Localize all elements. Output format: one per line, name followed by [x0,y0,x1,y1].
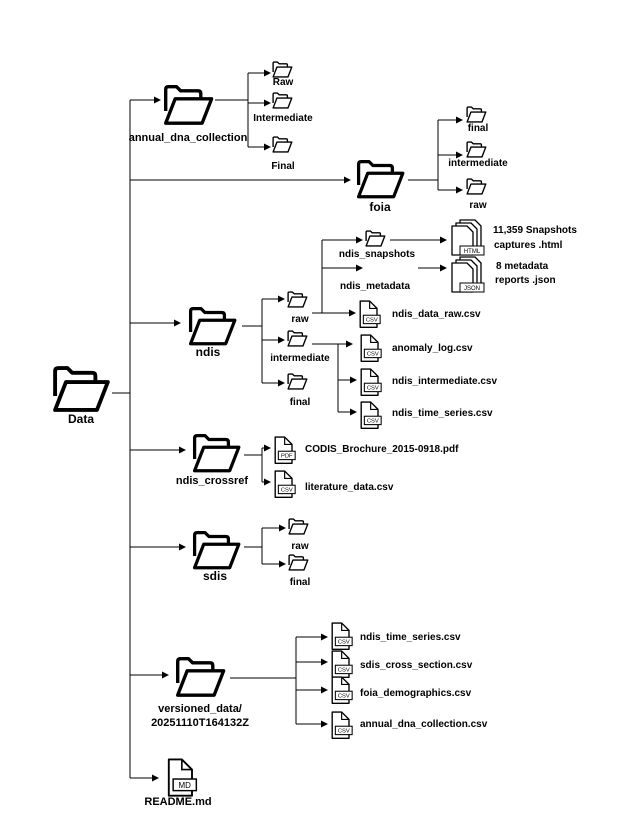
file-type-label: CSV [338,640,350,646]
sdis-folder-icon[interactable] [192,530,241,570]
versioned-data-label-2: 20251110T164132Z [151,717,249,729]
annual-dna-subfolder-label: Intermediate [253,113,313,124]
codis-brochure-label: CODIS_Brochure_2015-0918.pdf [305,444,459,455]
anomaly-log-file-icon[interactable]: CSV [360,334,382,362]
literature-data-file-icon[interactable]: CSV [274,470,296,498]
file-type-badge [277,450,296,461]
foia-subfolder-label: intermediate [448,158,508,169]
file-type-badge [362,314,381,325]
annual-dna-subfolder-icon[interactable] [272,92,293,109]
ndis-time-series-file-icon[interactable]: CSV [360,401,382,429]
annual-dna-subfolder-label: Final [271,161,295,172]
versioned-data-folder-icon[interactable] [176,657,226,697]
file-type-label: CSV [367,419,379,425]
ndis-time-series-file-label: ndis_time_series.csv [392,408,493,419]
ndis-intermediate-file-icon[interactable]: CSV [360,368,382,396]
ndis-folder-icon[interactable] [188,306,237,346]
ndis-metadata-label: ndis_metadata [340,281,410,292]
ndis-label: ndis [196,345,221,359]
readme-md-icon[interactable]: MD [167,758,198,797]
file-type-badge [459,282,485,293]
file-type-label: CSV [338,729,350,735]
file-type-label: CSV [367,386,379,392]
foia-subfolder-icon[interactable] [466,106,487,123]
foia-subfolder-label: final [468,123,489,134]
ndis-crossref-folder-icon[interactable] [192,433,241,473]
versioned-csv-file-icon[interactable]: CSV [331,711,353,739]
json-metadata-icon[interactable]: JSON [451,256,485,293]
file-type-badge [459,245,485,256]
file-type-badge [334,636,353,647]
snapshots-description: 11,359 Snapshots [493,225,577,236]
html-snapshots-icon[interactable]: HTML [451,219,485,256]
root-folder-icon[interactable] [53,366,110,412]
annual-dna-collection-folder-icon[interactable] [164,85,214,125]
annual-dna-collection-label: annual_dna_collection [129,132,248,144]
sdis-subfolder-label: final [290,577,311,588]
snapshots-description-2: captures .html [494,240,563,251]
file-type-label: CSV [338,694,350,700]
ndis-data-raw-file-icon[interactable]: CSV [359,300,381,328]
sdis-label: sdis [203,569,227,583]
file-type-label: CSV [366,318,378,324]
versioned-csv-file-label: annual_dna_collection.csv [360,719,488,730]
file-type-label: PDF [281,454,293,460]
sdis-subfolder-icon[interactable] [288,518,309,535]
versioned-data-label-1: versioned_data/ [158,703,242,715]
foia-label: foia [369,200,391,214]
ndis-intermediate-folder-icon[interactable] [287,330,308,347]
ndis-final-label: final [290,397,311,408]
file-type-badge [363,348,382,359]
ndis-crossref-label: ndis_crossref [176,475,248,487]
file-type-badge [334,725,353,736]
versioned-csv-file-label: sdis_cross_section.csv [360,660,473,671]
literature-data-label: literature_data.csv [305,482,394,493]
ndis-raw-folder-icon[interactable] [287,291,308,308]
anomaly-log-label: anomaly_log.csv [392,343,473,354]
file-type-badge [334,664,353,675]
file-type-badge [172,778,198,792]
metadata-description-2: reports .json [495,275,556,286]
ndis-snapshots-folder-icon[interactable] [365,230,386,247]
file-type-badge [334,690,353,701]
file-type-label: HTML [464,249,481,255]
ndis-intermediate-file-label: ndis_intermediate.csv [392,376,497,387]
sdis-subfolder-label: raw [291,541,308,552]
versioned-csv-file-label: ndis_time_series.csv [360,632,461,643]
ndis-intermediate-label: intermediate [270,353,330,364]
ndis-raw-label: raw [291,314,308,325]
versioned-csv-file-label: foia_demographics.csv [360,688,472,699]
foia-subfolder-label: raw [469,200,486,211]
ndis-data-raw-file-label: ndis_data_raw.csv [392,309,481,320]
ndis-snapshots-label: ndis_snapshots [339,249,416,260]
file-type-badge [363,382,382,393]
foia-folder-icon[interactable] [356,159,405,199]
foia-subfolder-icon[interactable] [466,178,487,195]
versioned-csv-file-icon[interactable]: CSV [331,650,353,678]
file-type-badge [363,415,382,426]
root-folder-label: Data [68,412,94,426]
annual-dna-subfolder-icon[interactable] [272,61,293,78]
file-type-label: MD [179,781,192,790]
connector-lines [112,69,463,782]
annual-dna-subfolder-icon[interactable] [272,136,293,153]
file-type-label: CSV [338,668,350,674]
versioned-csv-file-icon[interactable]: CSV [331,622,353,650]
sdis-subfolder-icon[interactable] [288,554,309,571]
file-type-label: CSV [367,352,379,358]
readme-label: README.md [144,796,211,808]
file-type-badge [277,484,296,495]
nodes: Data annual_dna_collection RawIntermediate… [53,61,577,808]
ndis-final-folder-icon[interactable] [287,373,308,390]
versioned-csv-file-icon[interactable]: CSV [331,676,353,704]
annual-dna-subfolder-label: Raw [273,77,294,88]
file-type-label: CSV [281,488,293,494]
metadata-description: 8 metadata [496,261,549,272]
codis-brochure-pdf-icon[interactable]: PDF [274,436,296,464]
foia-subfolder-icon[interactable] [466,141,487,158]
file-type-label: JSON [464,286,480,292]
